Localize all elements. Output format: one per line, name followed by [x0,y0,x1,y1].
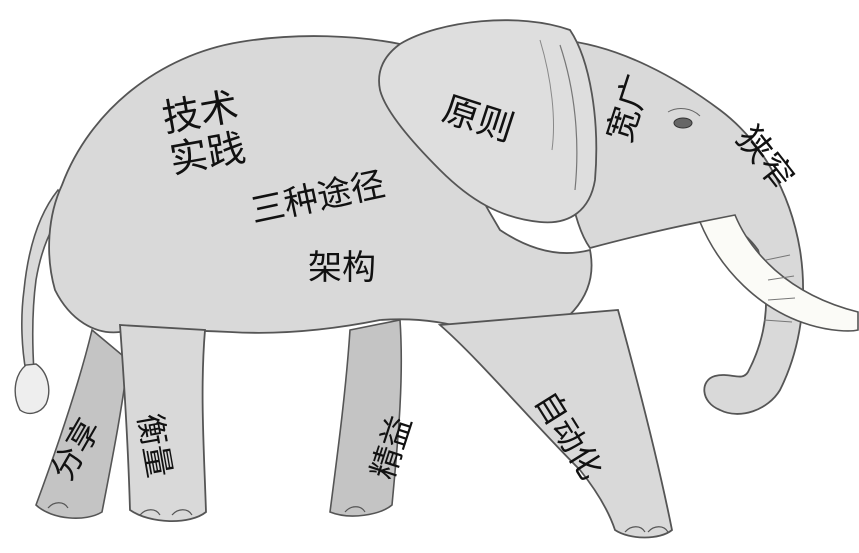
trunk-wrinkle [765,254,791,261]
ear-fold [539,39,554,151]
elephant-tail-tuft [14,363,50,415]
elephant-eye [673,117,693,129]
elephant-ear [378,19,598,224]
toenail [647,526,669,533]
toenail [624,526,646,533]
trunk-wrinkle [763,319,793,323]
elephant-far-hind-leg [35,328,129,519]
label-jishu-shijian: 技术 实践 [159,84,249,182]
toenail [344,506,366,513]
toenail [171,509,193,516]
trunk-wrinkle [767,275,795,281]
ear-fold [559,44,578,191]
elephant-near-front-leg [437,309,673,539]
elephant-far-front-leg [329,319,403,517]
elephant-near-hind-leg [119,324,207,523]
toenail [139,509,161,516]
elephant-tusk [698,214,859,332]
elephant-head-trunk [559,39,804,415]
trunk-wrinkle [767,297,796,301]
eye-wrinkle [667,108,701,117]
toenail [47,502,69,509]
label-jiagou: 架构 [308,248,376,288]
